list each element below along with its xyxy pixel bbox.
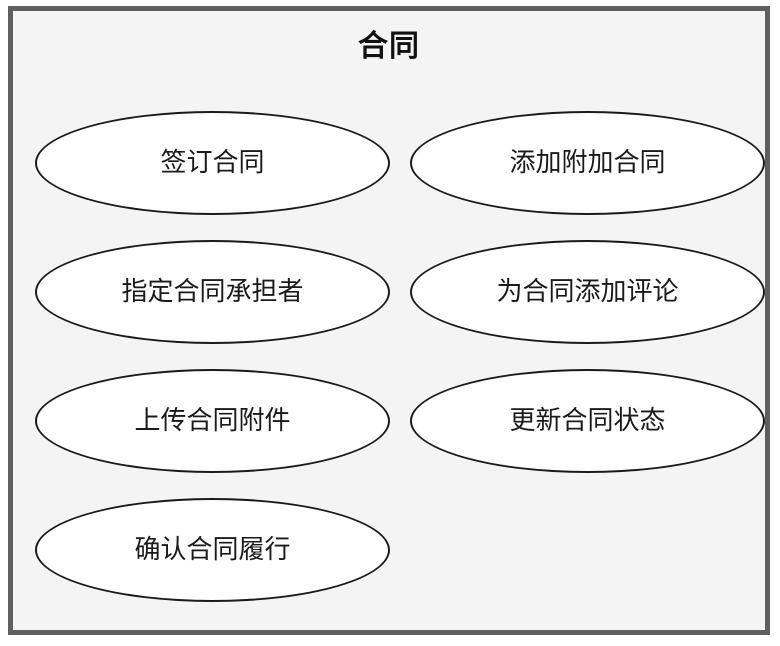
use-case-label: 添加附加合同 xyxy=(509,148,666,178)
use-case-add-comment[interactable]: 为合同添加评论 xyxy=(410,240,765,344)
use-case-upload-attachment[interactable]: 上传合同附件 xyxy=(35,369,390,473)
use-case-label: 确认合同履行 xyxy=(134,535,291,565)
use-case-confirm-fulfillment[interactable]: 确认合同履行 xyxy=(35,498,390,602)
use-case-label: 上传合同附件 xyxy=(134,406,291,436)
use-case-label: 更新合同状态 xyxy=(509,406,666,436)
use-case-label: 签订合同 xyxy=(160,148,265,178)
use-case-update-status[interactable]: 更新合同状态 xyxy=(410,369,765,473)
use-case-grid: 签订合同 添加附加合同 指定合同承担者 为合同添加评论 上传合同附件 更新合同状… xyxy=(13,11,765,630)
use-case-sign-contract[interactable]: 签订合同 xyxy=(35,111,390,215)
use-case-label: 为合同添加评论 xyxy=(496,277,679,307)
use-case-label: 指定合同承担者 xyxy=(121,277,304,307)
use-case-add-supplement[interactable]: 添加附加合同 xyxy=(410,111,765,215)
system-boundary-box: 合同 签订合同 添加附加合同 指定合同承担者 为合同添加评论 上传合同附件 更新… xyxy=(8,6,770,635)
boundary-title: 合同 xyxy=(358,29,420,64)
use-case-assign-owner[interactable]: 指定合同承担者 xyxy=(35,240,390,344)
